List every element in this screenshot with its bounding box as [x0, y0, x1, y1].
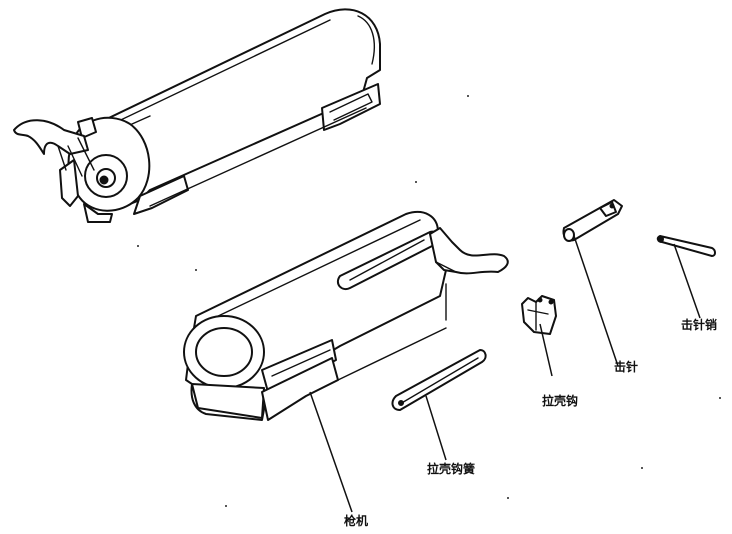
bolt-body: [183, 211, 509, 421]
scan-specks: [137, 95, 721, 507]
leader-lines: [309, 235, 701, 513]
firing-pin: [562, 199, 623, 242]
extractor: [521, 295, 557, 335]
label-firing-pin: 击针: [614, 360, 639, 374]
firing-pin-pin: [656, 235, 716, 257]
label-extractor-spring: 拉壳钩簧: [427, 462, 476, 476]
label-bolt: 枪机: [344, 514, 369, 528]
assembled-bolt: [13, 8, 381, 223]
label-firing-pin-pin: 击针销: [681, 318, 718, 332]
extractor-spring: [391, 349, 487, 411]
label-extractor: 拉壳钩: [542, 394, 579, 408]
